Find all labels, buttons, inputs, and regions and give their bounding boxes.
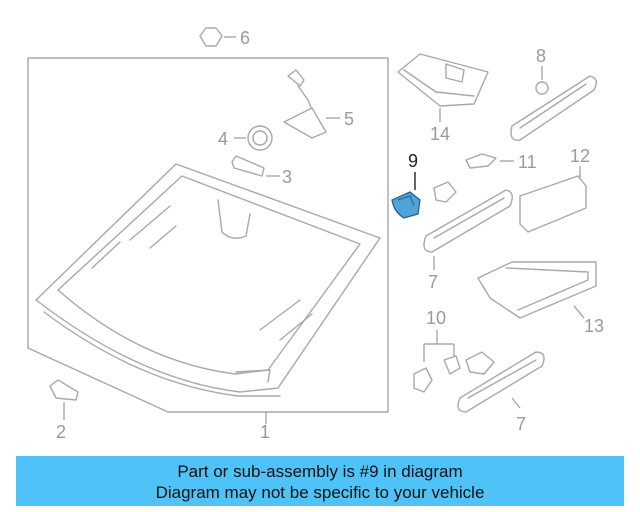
callout-4: 4 [218,129,228,149]
callout-14: 14 [430,124,450,144]
part-2-clip: 2 [49,379,79,442]
callout-5: 5 [344,109,354,129]
part-6-connector: 6 [199,27,250,48]
part-11-clip: 11 [465,152,537,172]
callout-6: 6 [240,28,250,48]
part-1-windshield-box [27,57,389,413]
banner-line-1: Part or sub-assembly is #9 in diagram [177,462,463,481]
part-9-mirror-cover: 9 [391,151,421,219]
callout-2: 2 [56,422,66,442]
callout-10: 10 [426,308,446,328]
part-12-bracket: 12 [519,146,590,233]
callout-8: 8 [536,46,546,66]
part-3-pad: 3 [231,155,292,187]
info-banner: Part or sub-assembly is #9 in diagram Di… [16,456,624,506]
callout-3: 3 [282,167,292,187]
part-7-mirror-lower: 7 [457,351,545,434]
callout-11: 11 [518,152,537,172]
part-10-clips: 10 [413,308,461,393]
banner-line-2: Diagram may not be specific to your vehi… [155,483,485,502]
callout-9: 9 [408,151,418,171]
callout-12: 12 [570,146,590,166]
callout-1: 1 [260,422,270,442]
callout-7-lower: 7 [516,414,526,434]
part-8-mirror: 8 [510,46,597,141]
callout-13: 13 [584,316,604,336]
windshield-glass [35,163,381,397]
part-7-mirror-upper: 7 [423,181,513,292]
part-14-console: 14 [397,53,489,144]
callout-7-upper: 7 [428,272,438,292]
part-13-tray: 13 [477,261,604,336]
part-5-sensor-bracket: 5 [283,69,354,139]
part-4-grommet: 4 [218,125,273,151]
